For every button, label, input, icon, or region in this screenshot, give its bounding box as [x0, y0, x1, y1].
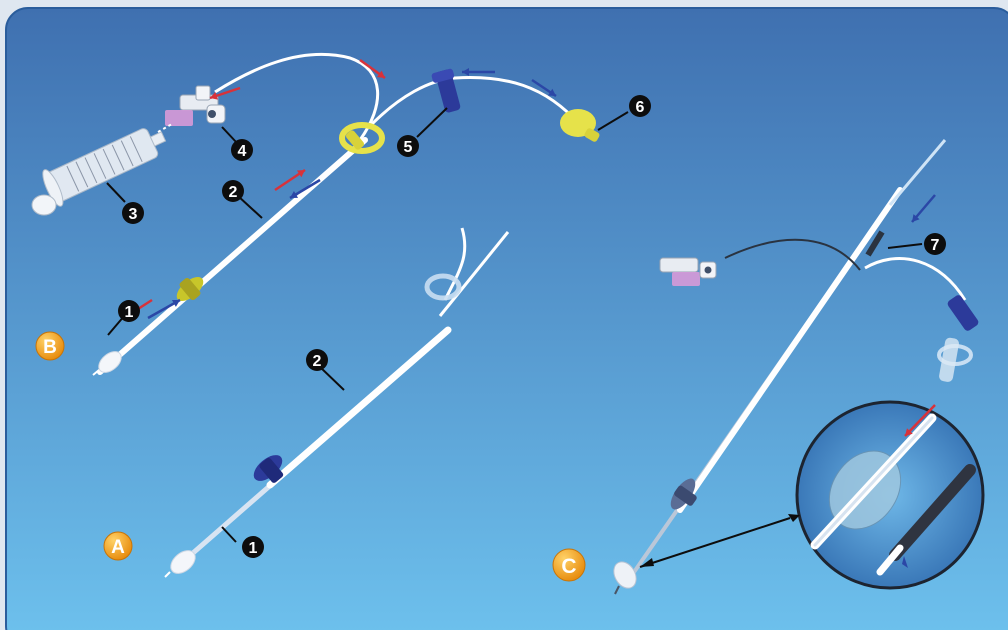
clamp-icon — [947, 295, 979, 331]
magnifier-detail-icon — [795, 400, 985, 590]
section-c-label: C — [561, 555, 576, 578]
yellow-hub-6 — [560, 109, 600, 142]
flow-arrow-blue-c — [911, 194, 936, 223]
flow-arrow-blue-clamp — [531, 78, 557, 98]
callout-7: 7 — [924, 233, 946, 255]
callout-3-label: 3 — [129, 206, 138, 223]
callout-7-label: 7 — [931, 237, 940, 254]
section-badge-b: B — [35, 331, 65, 361]
clamp-icon — [431, 68, 461, 113]
callout-5: 5 — [397, 135, 419, 157]
callout-1-b-label: 1 — [125, 304, 134, 321]
flow-arrow-red-lens — [904, 404, 936, 437]
balloon-icon — [164, 550, 196, 578]
callout-6: 6 — [629, 95, 651, 117]
flow-arrow-blue-mid — [289, 178, 321, 200]
balloon-icon — [613, 561, 637, 595]
catheter-a — [164, 227, 510, 578]
callout-leaders — [106, 107, 923, 543]
balloon-icon — [92, 351, 122, 376]
callout-3: 3 — [122, 202, 144, 224]
navy-hub-c — [670, 478, 697, 510]
section-badge-c: C — [552, 548, 586, 582]
callout-2-a: 2 — [306, 349, 328, 371]
callout-4-label: 4 — [238, 143, 247, 160]
stopcock-icon — [165, 85, 226, 126]
section-b-label: B — [43, 337, 57, 358]
callout-6-label: 6 — [636, 99, 645, 116]
callout-2-b: 2 — [222, 180, 244, 202]
flow-arrow-red-stopcock — [209, 86, 241, 100]
callout-2-b-label: 2 — [229, 184, 238, 201]
callout-1-a: 1 — [242, 536, 264, 558]
stopcock-icon — [659, 257, 717, 286]
callout-4: 4 — [231, 139, 253, 161]
catheter-b — [31, 53, 600, 376]
section-badge-a: A — [103, 531, 133, 561]
callout-2-a-label: 2 — [313, 353, 322, 370]
syringe-icon — [31, 128, 167, 216]
callout-1-b: 1 — [118, 300, 140, 322]
flow-arrow-blue-top — [462, 68, 495, 76]
flow-arrow-red-top — [359, 58, 386, 80]
flow-arrow-blue-b1 — [147, 298, 181, 320]
navy-hub-a — [253, 455, 284, 483]
flow-arrow-red-mid — [274, 168, 306, 192]
yellow-hub-b — [176, 277, 204, 301]
section-a-label: A — [111, 537, 125, 558]
catheter-c — [613, 139, 985, 595]
callout-5-label: 5 — [404, 139, 413, 156]
callout-1-a-label: 1 — [249, 540, 258, 557]
